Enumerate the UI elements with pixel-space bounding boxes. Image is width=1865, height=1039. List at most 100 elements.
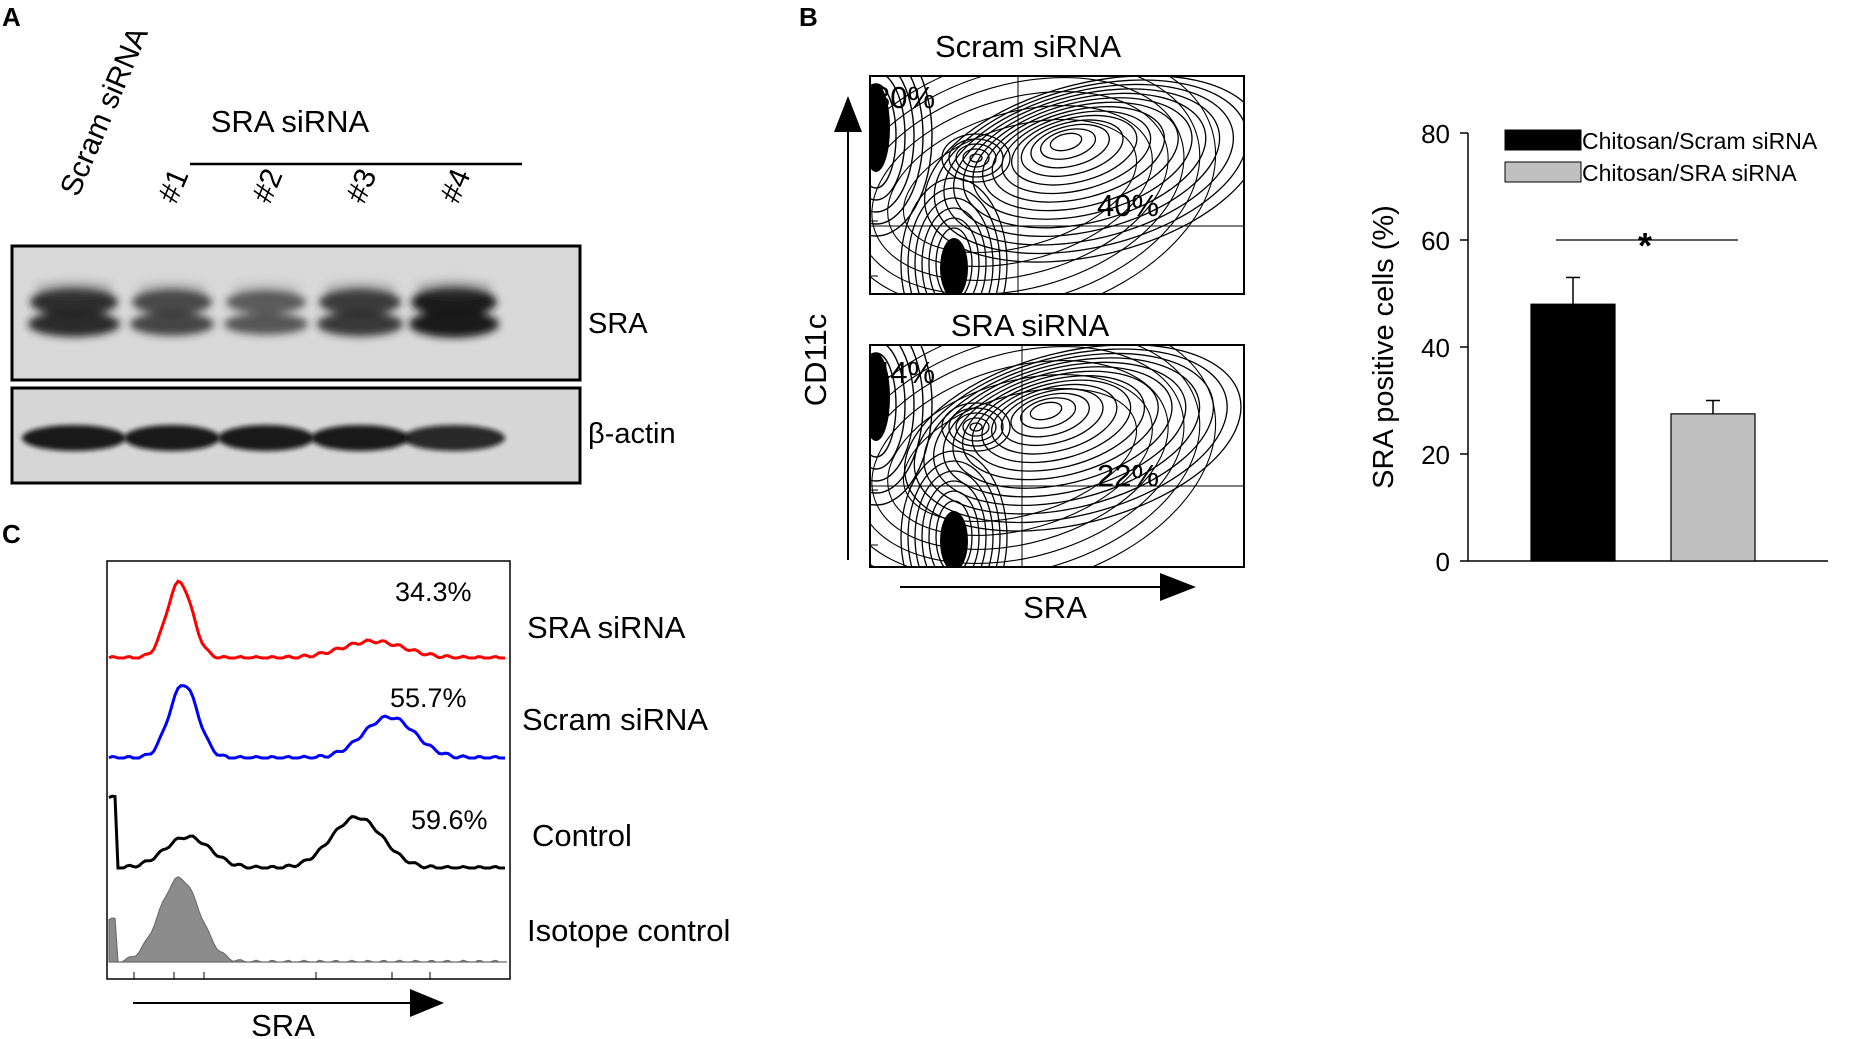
sra-band [409,279,499,338]
sra-sirna-group-label: SRA siRNA [211,104,370,139]
lane-label: #3 [340,164,383,208]
contour-line [955,143,997,173]
contour-line [870,345,1217,567]
bar-y-tick-label: 40 [1421,333,1450,363]
bar [1530,303,1616,562]
contour-line [870,346,1185,564]
contour-line [870,76,1201,294]
contour-line [942,361,1187,498]
lane-label: #1 [152,164,195,208]
contour-line [1049,132,1083,152]
legend-label: Chitosan/Scram siRNA [1582,128,1818,154]
contour-line [914,470,994,567]
bar [1670,413,1756,562]
contour-line [913,348,1228,524]
contour-line [981,101,1179,212]
contour-line [935,227,973,294]
contour-line [962,417,990,437]
bar-ylabel: SRA positive cells (%) [1368,205,1400,489]
histogram-xlabel: SRA [251,1008,315,1039]
legend-swatch [1504,161,1582,183]
histogram-x-ticks [133,972,431,979]
contour-line [903,345,1242,532]
contour-title-sra: SRA siRNA [951,308,1110,343]
contour-xlabel: SRA [1023,590,1087,625]
contour-line [870,77,1185,294]
contour-line [971,375,1146,472]
contour-line [870,76,933,237]
histogram-percent: 55.7% [390,683,467,713]
bar-y-tick-label: 0 [1436,547,1450,577]
contour-line [1001,110,1152,195]
histogram-sra-sirna [108,579,505,660]
histogram-track-label: Control [532,818,632,853]
contour-dense-bottom [940,511,968,567]
legend-label: Chitosan/SRA siRNA [1582,160,1797,186]
contour-line [1030,123,1110,169]
scram-upper-right-percent: 40% [1097,188,1159,223]
bar-legend: Chitosan/Scram siRNA Chitosan/SRA siRNA [1504,128,1818,186]
histogram-track-label: Isotope control [527,913,730,948]
histogram-scram-sirna [108,684,505,760]
contour-line [902,118,1138,254]
sra-upper-left-percent: 44% [873,355,935,390]
contour-dense-bottom [940,238,968,294]
histogram-isotope-control [108,876,507,963]
legend-swatch [1504,129,1582,151]
contour-line [1010,392,1090,438]
sra-blot [10,244,582,382]
contour-line [969,153,983,163]
contour-ylabel: CD11c [798,314,833,406]
histogram-control [108,794,505,870]
panel-a: A Scram siRNA#1#2#3#4 SRA siRNA SRA β-ac… [2,2,676,485]
contour-line [1029,401,1063,421]
contour-line [921,480,987,567]
contour-line [914,197,994,294]
actin-bands [22,425,505,451]
histogram-percent: 59.6% [411,805,488,835]
panel-c-letter: C [2,519,21,549]
contour-line [870,76,906,201]
actin-band [124,425,220,451]
sra-band [317,280,403,337]
bar-y-tick-label: 80 [1421,119,1450,149]
contour-line [969,422,983,432]
contour-line [870,76,1217,294]
sra-upper-right-percent: 22% [1097,458,1159,493]
panel-a-letter: A [2,2,21,32]
panel-b-letter: B [799,2,818,32]
actin-band [403,425,505,451]
contour-line [870,345,933,506]
sra-band [224,281,308,335]
contour-line [962,92,1207,229]
actin-band [218,425,314,451]
lane-label: #4 [434,164,477,208]
histogram-track-label: SRA siRNA [527,610,686,645]
contour-x-axis-arrowhead [1160,573,1196,601]
contour-line [1040,128,1097,160]
contour-line [907,460,1001,567]
bar-y-tick-label: 60 [1421,226,1450,256]
contour-line [870,76,915,213]
contour-line [921,207,987,294]
contour-line [923,76,1244,263]
contour-plot-scram [869,75,1245,295]
contour-line [952,366,1173,489]
histogram-track-label: Scram siRNA [522,702,708,737]
contour-line [948,407,1004,447]
histogram-frame [106,560,511,980]
significance-star: * [1638,225,1652,266]
contour-line [923,352,1215,515]
contour-title-scram: Scram siRNA [935,29,1121,64]
scram-upper-left-percent: 30% [873,80,935,115]
lane-label: #2 [246,164,289,208]
contour-line [941,402,1011,452]
contour-line [928,490,980,567]
actin-band [22,425,126,451]
contour-line [972,97,1193,220]
contour-line [900,450,1008,567]
panel-b: B Scram siRNA SRA siRNA CD11c SRA 30% 40… [798,2,1245,625]
